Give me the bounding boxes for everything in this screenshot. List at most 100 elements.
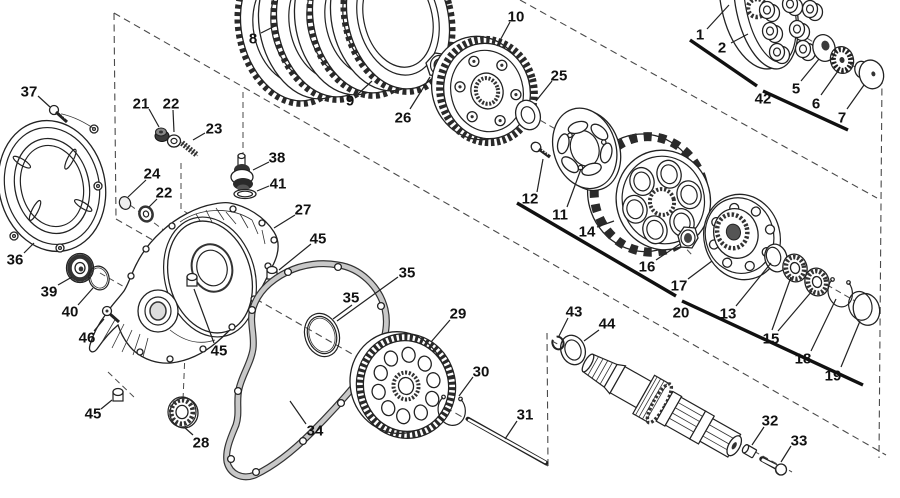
callout-label-35: 35 [343,290,360,307]
callout-label-35: 35 [399,265,416,282]
snap-ring-part18 [827,277,854,308]
clip-part43 [551,335,565,351]
callout-label-42: 42 [755,91,772,108]
callout-label-12: 12 [522,191,539,208]
callout-label-38: 38 [269,150,286,167]
callout-label-2: 2 [718,40,726,57]
callout-label-15: 15 [763,331,780,348]
leader-line-15 [777,290,813,332]
screw-part46 [101,305,120,324]
dowel-part45c [112,387,124,402]
gearbox-shaft [581,353,743,458]
cover-ring-part36 [0,112,107,253]
callout-label-26: 26 [395,110,412,127]
callout-label-21: 21 [133,96,150,113]
leader-line-10 [496,21,511,47]
leader-line-36 [23,242,35,254]
screw-part37 [48,104,69,124]
bracket-20b [681,299,864,387]
bearing-part15b [804,267,830,297]
bracket-42b [762,89,849,132]
leader-line-11 [566,168,582,208]
leader-line-37 [37,95,51,108]
leader-line-17 [687,260,713,280]
leader-line-40 [77,287,94,306]
leader-line-15 [771,276,792,331]
spring-plate-part11 [552,107,622,192]
leader-line-35 [336,276,399,322]
leader-line-30 [458,376,474,397]
callout-label-45: 45 [310,231,327,248]
seal-part39 [65,252,95,284]
callout-label-23: 23 [206,121,223,138]
leader-line-29 [430,319,451,343]
callout-label-13: 13 [720,306,737,323]
leader-line-22 [148,198,158,208]
callout-label-37: 37 [21,84,38,101]
callout-label-45: 45 [211,343,228,360]
callout-label-45: 45 [85,406,102,423]
spring-part23 [180,140,199,158]
callout-label-33: 33 [791,433,808,450]
ring-part13 [764,243,788,273]
nut-part16 [677,226,699,249]
callout-label-1: 1 [696,27,704,44]
leader-line-32 [751,426,765,446]
callout-label-25: 25 [551,68,568,85]
callout-label-27: 27 [295,202,312,219]
leader-line-8 [260,24,278,34]
bearing-part28 [167,396,199,429]
washer-part25 [514,99,542,131]
leader-line-44 [583,329,600,342]
washer-part5 [812,34,836,62]
leader-line-35 [332,304,353,320]
callout-label-10: 10 [508,9,525,26]
leader-line-18 [810,298,837,352]
washer-part22a [166,134,182,148]
screw-part12 [530,141,551,159]
callout-label-29: 29 [450,306,467,323]
leader-line-26 [409,76,431,110]
leader-line-9 [357,80,373,95]
nut-part21 [154,127,170,142]
primary-gear-part10 [430,35,538,147]
ring-gear-part29 [349,331,457,439]
leader-line-23 [192,132,206,141]
leader-line-33 [780,445,792,463]
callout-label-24: 24 [144,166,161,183]
callout-label-16: 16 [639,259,656,276]
leader-line-39 [57,276,73,286]
leader-line-46 [93,318,105,332]
leader-line-34 [289,400,307,425]
pin-part33 [759,456,788,476]
oil-plug-part38 [230,152,254,192]
callout-label-34: 34 [307,423,324,440]
leader-line-25 [535,80,553,102]
leader-line-19 [840,320,861,368]
clutch-plate-stack-parts8-9 [234,0,456,107]
leader-line-16 [655,243,681,261]
leader-line-45 [100,399,113,410]
callout-label-22: 22 [163,96,180,113]
leader-line-31 [504,420,518,440]
callout-label-8: 8 [249,31,257,48]
callout-label-14: 14 [579,224,596,241]
callout-label-46: 46 [79,330,96,347]
callout-label-20: 20 [673,305,690,322]
callout-label-17: 17 [671,278,688,295]
callout-label-44: 44 [599,316,616,333]
group-brackets [516,38,864,387]
spring-washer-part6 [829,46,855,74]
bushing-part32 [741,444,758,459]
gasket-ring-part41 [233,188,257,200]
leader-line-12 [536,158,544,193]
callout-label-30: 30 [473,364,490,381]
callout-label-40: 40 [62,304,79,321]
callout-label-7: 7 [838,110,846,127]
callout-label-11: 11 [552,207,568,224]
leader-line-43 [558,317,569,337]
callout-label-32: 32 [762,413,779,430]
spacer-ring-part19 [848,290,881,326]
